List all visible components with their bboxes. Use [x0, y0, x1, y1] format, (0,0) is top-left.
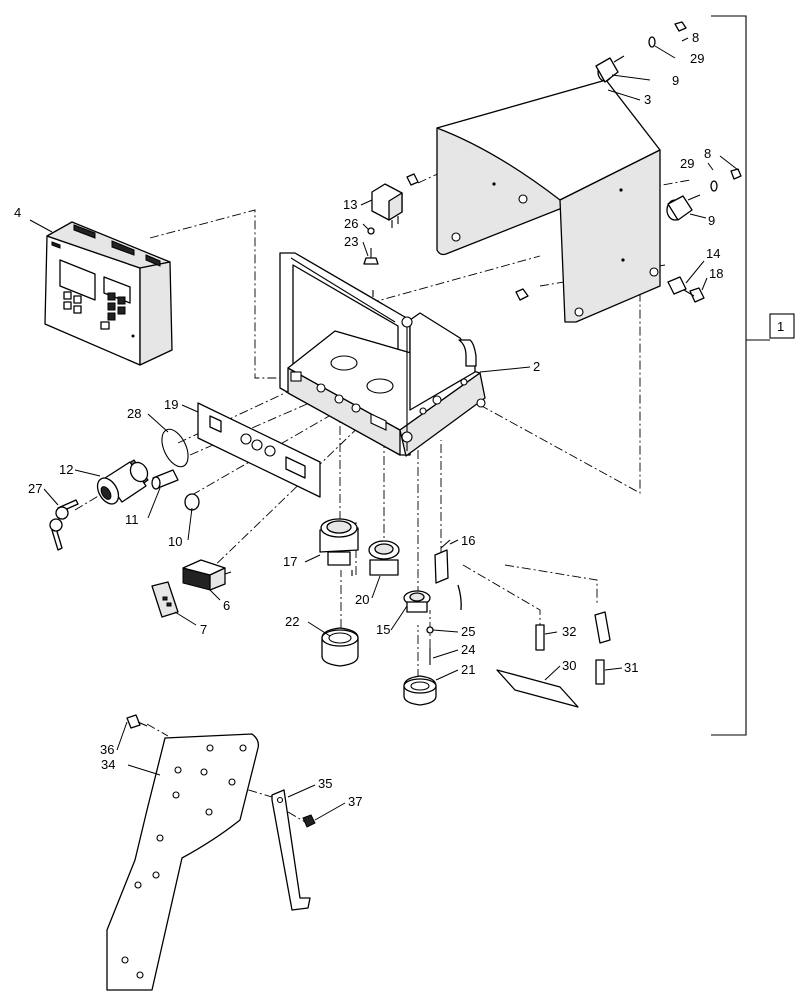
callout-31: 31 [624, 660, 638, 675]
spacer-and-bolt [667, 276, 705, 303]
callout-9-upper: 9 [672, 73, 679, 88]
callout-1: 1 [777, 319, 784, 334]
o-ring [161, 428, 189, 468]
ring-nut-22 [321, 627, 359, 667]
callout-8-upper: 8 [692, 30, 699, 45]
callout-20: 20 [355, 592, 369, 607]
label-30 [496, 669, 579, 708]
callout-labels: 1 2 3 4 6 7 8 8 9 9 10 11 12 13 14 15 16… [14, 30, 784, 809]
callout-7: 7 [200, 622, 207, 637]
connector-20 [368, 540, 400, 576]
callout-16: 16 [461, 533, 475, 548]
callout-8-lower: 8 [704, 146, 711, 161]
callout-21: 21 [461, 662, 475, 677]
callout-13: 13 [343, 197, 357, 212]
keys [49, 499, 79, 551]
leader-lines [29, 37, 739, 821]
cover [436, 79, 661, 323]
plug [151, 469, 179, 490]
small-hardware [363, 173, 529, 301]
fuse-holder [434, 539, 462, 611]
callout-6: 6 [223, 598, 230, 613]
callout-11: 11 [125, 512, 139, 527]
callout-17: 17 [283, 554, 297, 569]
callout-12: 12 [59, 462, 73, 477]
ring-nut-21 [403, 675, 437, 706]
callout-14: 14 [706, 246, 720, 261]
isolator-mount-lower [666, 168, 742, 221]
callout-27: 27 [28, 481, 42, 496]
isolator-mount-upper [595, 21, 687, 83]
callout-10: 10 [168, 534, 182, 549]
callout-37: 37 [348, 794, 362, 809]
callout-25: 25 [461, 624, 475, 639]
connector-17 [319, 518, 359, 576]
callout-3: 3 [644, 92, 651, 107]
connector-15 [403, 590, 431, 613]
callout-29-lower: 29 [680, 156, 694, 171]
switch-boot [151, 581, 179, 618]
fuse-31 [595, 659, 605, 685]
enclosure-box [279, 252, 486, 457]
fuse-32 [535, 624, 545, 651]
face-plate [197, 402, 321, 498]
callout-4: 4 [14, 205, 21, 220]
callout-9-lower: 9 [708, 213, 715, 228]
kit-bracket [711, 15, 795, 736]
callout-35: 35 [318, 776, 332, 791]
callout-2: 2 [533, 359, 540, 374]
display-module [44, 221, 173, 366]
nut-37 [302, 814, 316, 828]
callout-19: 19 [164, 397, 178, 412]
callout-29-upper: 29 [690, 51, 704, 66]
bolt-36 [126, 714, 148, 729]
relay [371, 183, 403, 228]
callout-15: 15 [376, 622, 390, 637]
screw-25 [426, 626, 434, 634]
callout-18: 18 [709, 266, 723, 281]
callout-30: 30 [562, 658, 576, 673]
fuse-holder-end [594, 611, 611, 644]
rocker-switch [182, 559, 232, 591]
callout-36: 36 [100, 742, 114, 757]
cap [184, 493, 200, 511]
ignition-switch [96, 459, 149, 505]
mounting-plate [106, 733, 260, 991]
callout-32: 32 [562, 624, 576, 639]
callout-34: 34 [101, 757, 115, 772]
callout-22: 22 [285, 614, 299, 629]
callout-23: 23 [344, 234, 358, 249]
callout-26: 26 [344, 216, 358, 231]
callout-24: 24 [461, 642, 475, 657]
strap-bracket [271, 789, 311, 911]
callout-28: 28 [127, 406, 141, 421]
